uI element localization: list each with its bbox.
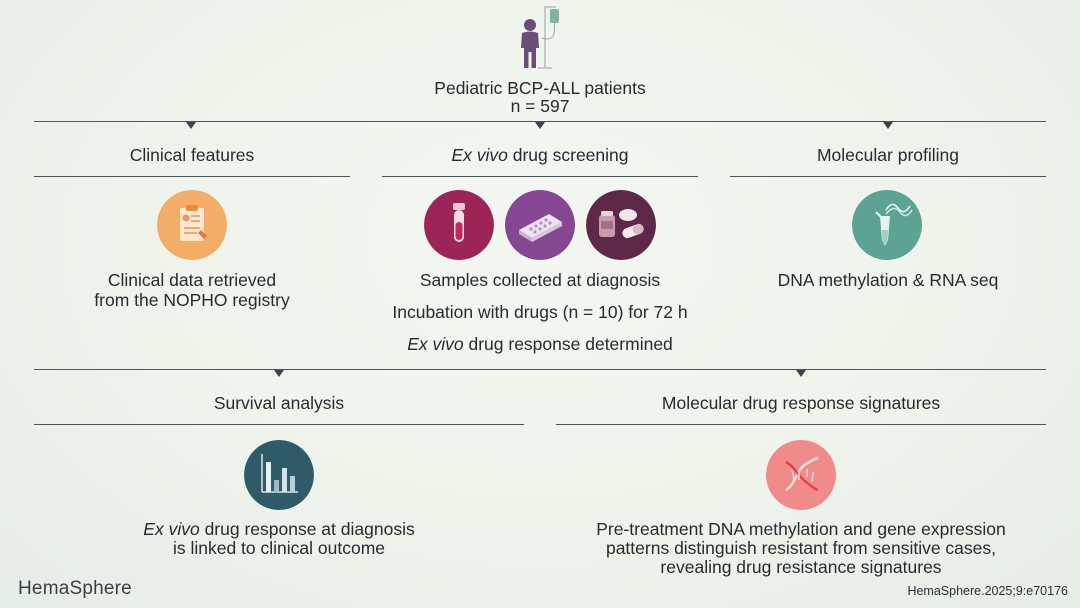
clinical-line-2: from the NOPHO registry	[94, 290, 290, 310]
arrow-survival	[274, 370, 284, 377]
screening-step-3-rest: drug response determined	[463, 334, 673, 354]
clipboard-icon	[157, 190, 227, 260]
signatures-header: Molecular drug response signatures	[661, 393, 941, 413]
screening-step-3-em: Ex vivo	[407, 334, 464, 354]
screening-step-3: Ex vivo drug response determined	[362, 334, 718, 355]
citation: HemaSphere.2025;9:e70176	[907, 584, 1068, 598]
arrow-molecular	[883, 122, 893, 129]
survival-header: Survival analysis	[213, 393, 345, 413]
signatures-line-3: revealing drug resistance signatures	[660, 557, 942, 577]
clinical-underline	[34, 176, 350, 177]
screening-underline	[382, 176, 698, 177]
arrow-screening	[535, 122, 545, 129]
survival-line-2: is linked to clinical outcome	[172, 538, 386, 558]
bar-chart-icon	[244, 440, 314, 510]
screening-header: Ex vivo drug screening	[382, 145, 698, 166]
survival-underline	[34, 424, 524, 425]
drug-plate-icon	[505, 190, 575, 260]
blood-tube-icon	[424, 190, 494, 260]
signatures-line-2: patterns distinguish resistant from sens…	[605, 538, 997, 558]
survival-line-1-rest: drug response at diagnosis	[199, 519, 415, 539]
survival-line-1: Ex vivo drug response at diagnosis	[34, 519, 524, 540]
signatures-underline	[556, 424, 1046, 425]
molecular-line-1: DNA methylation & RNA seq	[777, 270, 999, 290]
signatures-line-1: Pre-treatment DNA methylation and gene e…	[596, 519, 1006, 539]
top-divider	[34, 121, 1046, 122]
screening-step-1: Samples collected at diagnosis	[419, 270, 661, 290]
middle-divider	[34, 369, 1046, 370]
molecular-header: Molecular profiling	[816, 145, 959, 165]
screening-step-2: Incubation with drugs (n = 10) for 72 h	[392, 302, 688, 322]
screening-header-rest: drug screening	[507, 145, 629, 165]
patient-iv-icon	[512, 2, 562, 70]
pills-icon	[586, 190, 656, 260]
survival-line-1-em: Ex vivo	[143, 519, 200, 539]
dna-sequencing-icon	[852, 190, 922, 260]
molecular-underline	[730, 176, 1046, 177]
clinical-line-1: Clinical data retrieved	[107, 270, 277, 290]
clinical-header: Clinical features	[129, 145, 255, 165]
arrow-signatures	[796, 370, 806, 377]
brand-logo: HemaSphere	[18, 578, 132, 599]
patients-count: n = 597	[510, 96, 570, 116]
dna-helix-icon	[766, 440, 836, 510]
arrow-clinical	[186, 122, 196, 129]
patients-title: Pediatric BCP-ALL patients	[434, 78, 646, 98]
screening-header-em: Ex vivo	[451, 145, 508, 165]
